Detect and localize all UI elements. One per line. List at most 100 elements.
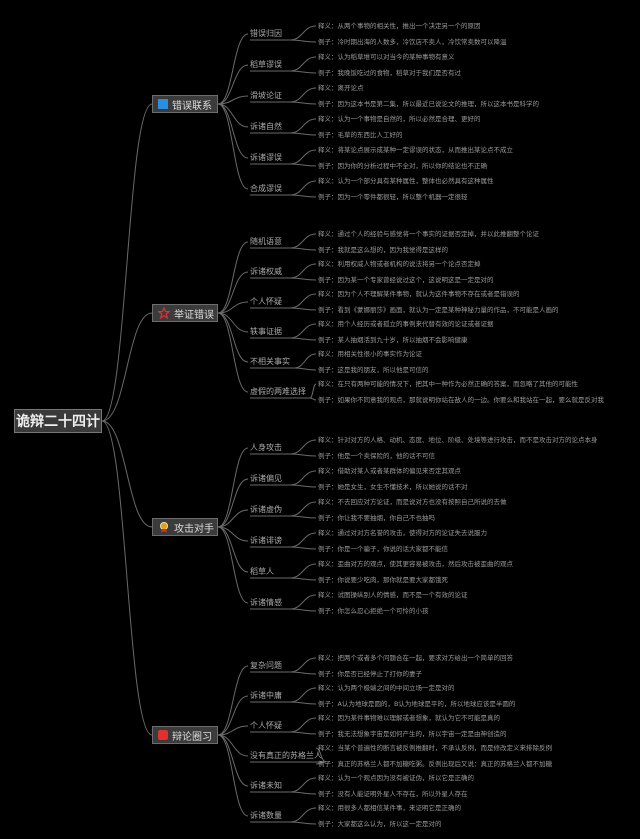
branch-node[interactable]: 举证错误 — [152, 304, 218, 322]
root-node[interactable]: 诡辩二十四计 — [14, 409, 102, 433]
leaf-definition: 释义：离开论点 — [318, 84, 364, 92]
connector-line — [217, 734, 249, 817]
branch-node[interactable]: 错误联系 — [152, 95, 218, 113]
leaf-definition: 释义：借助对某人或者某群体的偏见来否定其观点 — [318, 467, 461, 475]
connector-line — [289, 821, 317, 825]
leaf-definition: 释义：用很多人都相信某件事，来证明它是正确的 — [318, 804, 461, 812]
sub-topic[interactable]: 诉诸偏见 — [250, 474, 282, 483]
sub-topic[interactable]: 个人怀疑 — [250, 297, 282, 306]
sub-topic[interactable]: 滑坡论证 — [250, 91, 282, 100]
sub-topic[interactable]: 没有真正的苏格兰人 — [250, 751, 322, 760]
sub-topic[interactable]: 不相关事实 — [250, 357, 290, 366]
connector-line — [217, 312, 249, 393]
connector-line — [289, 594, 317, 610]
connector-line — [289, 87, 317, 103]
connector-line — [289, 163, 317, 167]
sub-topic[interactable]: 个人怀疑 — [250, 721, 282, 730]
leaf-definition: 释义：当某个普遍性的断言被反例推翻时，不承认反例，而是修改定义来排除反例 — [318, 744, 552, 752]
leaf-example: 例子：A认为地球是圆的，B认为地球是平的，所以地球应该是半圆的 — [318, 700, 516, 708]
connector-line — [217, 695, 249, 736]
leaf-example: 例子：你让我不要抽烟，你自己不也抽吗 — [318, 514, 435, 522]
sub-topic[interactable]: 错误归因 — [250, 29, 282, 38]
connector-line — [289, 247, 317, 251]
branch-label: 举证错误 — [174, 309, 214, 321]
connector-line — [293, 367, 317, 371]
leaf-example: 例子：你怎么忍心拒绝一个可怜的小孩 — [318, 607, 429, 615]
sub-topic[interactable]: 诉诸谬误 — [250, 153, 282, 162]
connector-line — [217, 271, 249, 314]
sub-topic[interactable]: 诉诸未知 — [250, 781, 282, 790]
leaf-definition: 释义：认为两个极端之间的中间立场一定是对的 — [318, 684, 455, 692]
leaf-example: 例子：因为你的分析过程中不全对，所以你的结论也不正确 — [318, 162, 487, 170]
sub-topic[interactable]: 诉诸虚伪 — [250, 505, 282, 514]
sub-topic[interactable]: 人身攻击 — [250, 443, 282, 452]
connector-line — [289, 56, 317, 72]
sub-topic[interactable]: 轶事证据 — [250, 327, 282, 336]
sub-topic[interactable]: 随机语意 — [250, 237, 282, 246]
sub-topic[interactable]: 复杂问题 — [250, 661, 282, 670]
connector-line — [289, 577, 317, 581]
connector-line — [101, 420, 153, 736]
sub-topic[interactable]: 诉诸情感 — [250, 598, 282, 607]
connector-line — [101, 312, 153, 422]
leaf-example: 例子：大家都这么认为，所以这一定是对的 — [318, 820, 442, 828]
leaf-example: 例子：你是否已经停止了打你的妻子 — [318, 670, 422, 678]
connector-line — [217, 447, 249, 528]
connector-line — [289, 194, 317, 198]
leaf-example: 例子：因为某一个专家曾经说过这个，这说明这是一定是对的 — [318, 276, 494, 284]
leaf-definition: 释义：不去回应对方论证，而是说对方也没有按照自己所说的去做 — [318, 498, 507, 506]
leaf-example: 例子：如果你不同意我的观点，那就说明你站在敌人的一边。你要么和我站在一起，要么就… — [318, 396, 604, 404]
branch-node[interactable]: 辩论圈习 — [152, 726, 218, 744]
leaf-example: 例子：我就是这么想的，因为我觉得是这样的 — [318, 246, 448, 254]
sub-topic[interactable]: 稻草谬误 — [250, 60, 282, 69]
connector-line — [289, 439, 317, 455]
connector-line — [315, 761, 327, 765]
connector-line — [289, 118, 317, 134]
connector-line — [289, 25, 317, 41]
connector-line — [289, 657, 317, 673]
connector-line — [309, 397, 317, 401]
leaf-definition: 释义：认为一个部分具有某种属性，整体也必然具有这种属性 — [318, 177, 494, 185]
connector-line — [289, 717, 317, 733]
leaf-example: 例子：我无法想象宇宙是如何产生的，所以宇宙一定是由神创造的 — [318, 730, 507, 738]
sub-topic[interactable]: 诉诸权威 — [250, 267, 282, 276]
connector-line — [217, 725, 249, 736]
leaf-example: 例子：我晚饭吃过的食物，稻草对于我们是否有过 — [318, 69, 461, 77]
blue-square-icon — [158, 99, 168, 109]
connector-line — [217, 734, 249, 787]
connector-line — [217, 509, 249, 528]
leaf-example: 例子：毛草的东西比人工好的 — [318, 131, 403, 139]
connector-line — [289, 263, 317, 279]
connector-line — [289, 293, 317, 309]
branch-node[interactable]: 攻击对手 — [152, 518, 218, 536]
leaf-definition: 释义：歪曲对方的观点，使其更容易被攻击，然后攻击被歪曲的观点 — [318, 560, 513, 568]
branch-label: 攻击对手 — [174, 523, 214, 535]
sub-topic[interactable]: 诉诸数量 — [250, 811, 282, 820]
connector-line — [289, 563, 317, 579]
sub-topic[interactable]: 诉诸自然 — [250, 122, 282, 131]
sub-topic[interactable]: 稻草人 — [250, 567, 274, 576]
sub-topic[interactable]: 虚假的两难选择 — [250, 387, 306, 396]
sub-topic[interactable]: 诉诸诽谤 — [250, 536, 282, 545]
connector-line — [289, 608, 317, 612]
connector-line — [217, 64, 249, 105]
connector-line — [309, 383, 317, 399]
connector-line — [289, 807, 317, 823]
leaf-example: 例子：她是女生，女生不懂技术，所以她说的话不对 — [318, 483, 468, 491]
leaf-example: 例子：这是我的朋友，所以他是可信的 — [318, 366, 429, 374]
leaf-example: 例子：因为一个零件都很轻，所以整个机器一定很轻 — [318, 193, 468, 201]
leaf-example: 例子：冷时期出海的人数多，冷饮店不卖人，冷饮常卖数可以降温 — [318, 38, 507, 46]
medal-icon — [158, 521, 170, 533]
leaf-example: 例子：某人抽烟活到九十岁，所以抽烟不会影响健康 — [318, 336, 468, 344]
leaf-definition: 释义：因为某件事物难以理解或者想象，就认为它不可能是真的 — [318, 714, 500, 722]
connector-line — [289, 277, 317, 281]
leaf-definition: 释义：通过对对方名誉的攻击，使得对方的论证失去说服力 — [318, 529, 487, 537]
leaf-definition: 释义：把两个或者多个问题合在一起，要求对方给出一个简单的回答 — [318, 654, 513, 662]
connector-line — [289, 701, 317, 705]
leaf-definition: 释义：用相关性很小的事实作为论证 — [318, 350, 422, 358]
connector-line — [217, 103, 249, 190]
sub-topic[interactable]: 诉诸中庸 — [250, 691, 282, 700]
sub-topic[interactable]: 合成谬误 — [250, 184, 282, 193]
connector-line — [217, 241, 249, 314]
